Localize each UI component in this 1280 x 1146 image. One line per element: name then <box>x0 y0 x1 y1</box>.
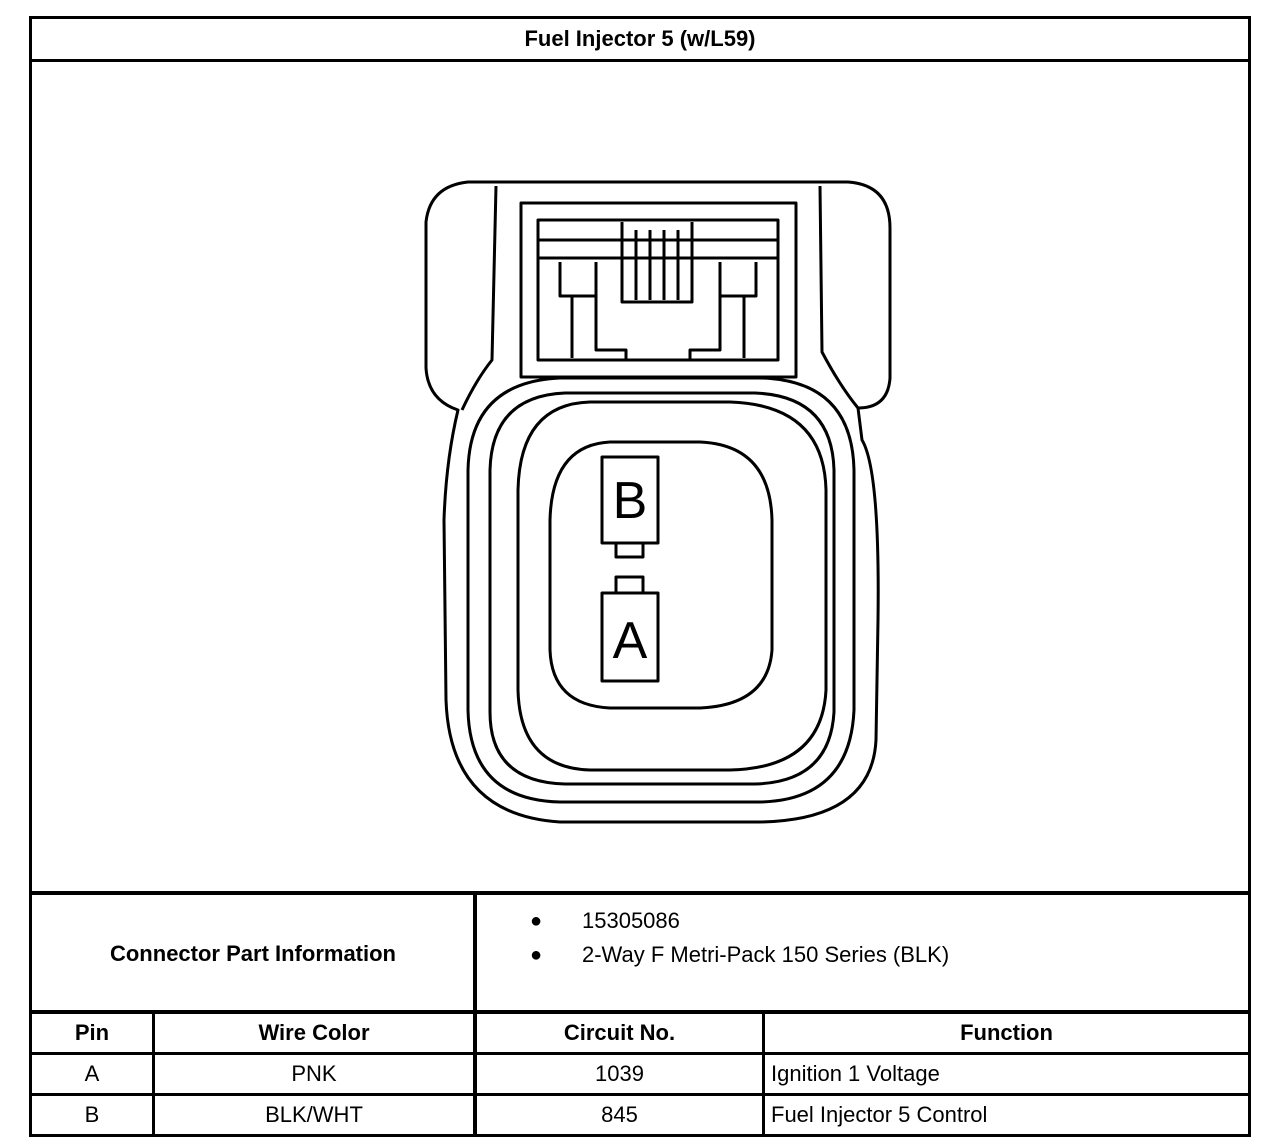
table-cell-function: Fuel Injector 5 Control <box>771 1102 988 1127</box>
table-cell-pin: B <box>84 1102 100 1127</box>
table-cell-circuit: 1039 <box>595 1061 644 1086</box>
terminal-b-tab <box>614 541 645 559</box>
header-divider <box>29 1052 1251 1055</box>
part-info-divider <box>29 1010 1251 1014</box>
inner-ring <box>516 400 828 772</box>
diagram-title: Fuel Injector 5 (w/L59) <box>524 26 756 51</box>
header-pin: Pin <box>74 1020 110 1045</box>
diagram-frame <box>29 16 1251 1137</box>
latch-ear-right <box>818 185 860 409</box>
part-info-item: ● 2-Way F Metri-Pack 150 Series (BLK) <box>530 938 949 972</box>
table-cell-pin: A <box>84 1061 100 1086</box>
connector-face-drawing: B A <box>424 180 892 824</box>
terminal-a-tab <box>614 575 645 595</box>
part-info-label: Connector Part Information <box>109 941 396 966</box>
table-cell-wire-color: PNK <box>291 1061 337 1086</box>
outer-ring <box>466 376 856 804</box>
header-circuit-no: Circuit No. <box>563 1020 676 1045</box>
table-cell-function: Ignition 1 Voltage <box>771 1061 940 1086</box>
part-number: 15305086 <box>582 908 680 933</box>
drawing-divider <box>29 891 1251 895</box>
part-description: 2-Way F Metri-Pack 150 Series (BLK) <box>582 942 950 967</box>
bullet-icon: ● <box>530 943 543 966</box>
header-wire-color: Wire Color <box>258 1020 370 1045</box>
part-info-column-divider <box>473 893 477 1135</box>
table-cell-circuit: 845 <box>601 1102 638 1127</box>
lock-bars <box>538 222 778 362</box>
part-info-list: ● 15305086 ● 2-Way F Metri-Pack 150 Seri… <box>530 904 949 972</box>
table-cell-wire-color: BLK/WHT <box>265 1102 363 1127</box>
row-divider <box>29 1093 1251 1096</box>
terminal-a-box <box>600 591 660 683</box>
housing-outline <box>424 180 892 824</box>
bullet-icon: ● <box>530 909 543 932</box>
title-divider <box>29 59 1251 62</box>
pin-label-b: B <box>613 472 648 530</box>
pin-label-a: A <box>613 612 648 670</box>
middle-ring <box>488 391 836 786</box>
header-function: Function <box>960 1020 1053 1045</box>
pin-column-divider <box>152 1012 155 1135</box>
circuit-column-divider <box>762 1012 765 1135</box>
part-info-item: ● 15305086 <box>530 904 949 938</box>
latch-ear-left <box>460 185 498 411</box>
lock-frame <box>519 201 798 379</box>
terminal-cavity <box>548 440 774 710</box>
